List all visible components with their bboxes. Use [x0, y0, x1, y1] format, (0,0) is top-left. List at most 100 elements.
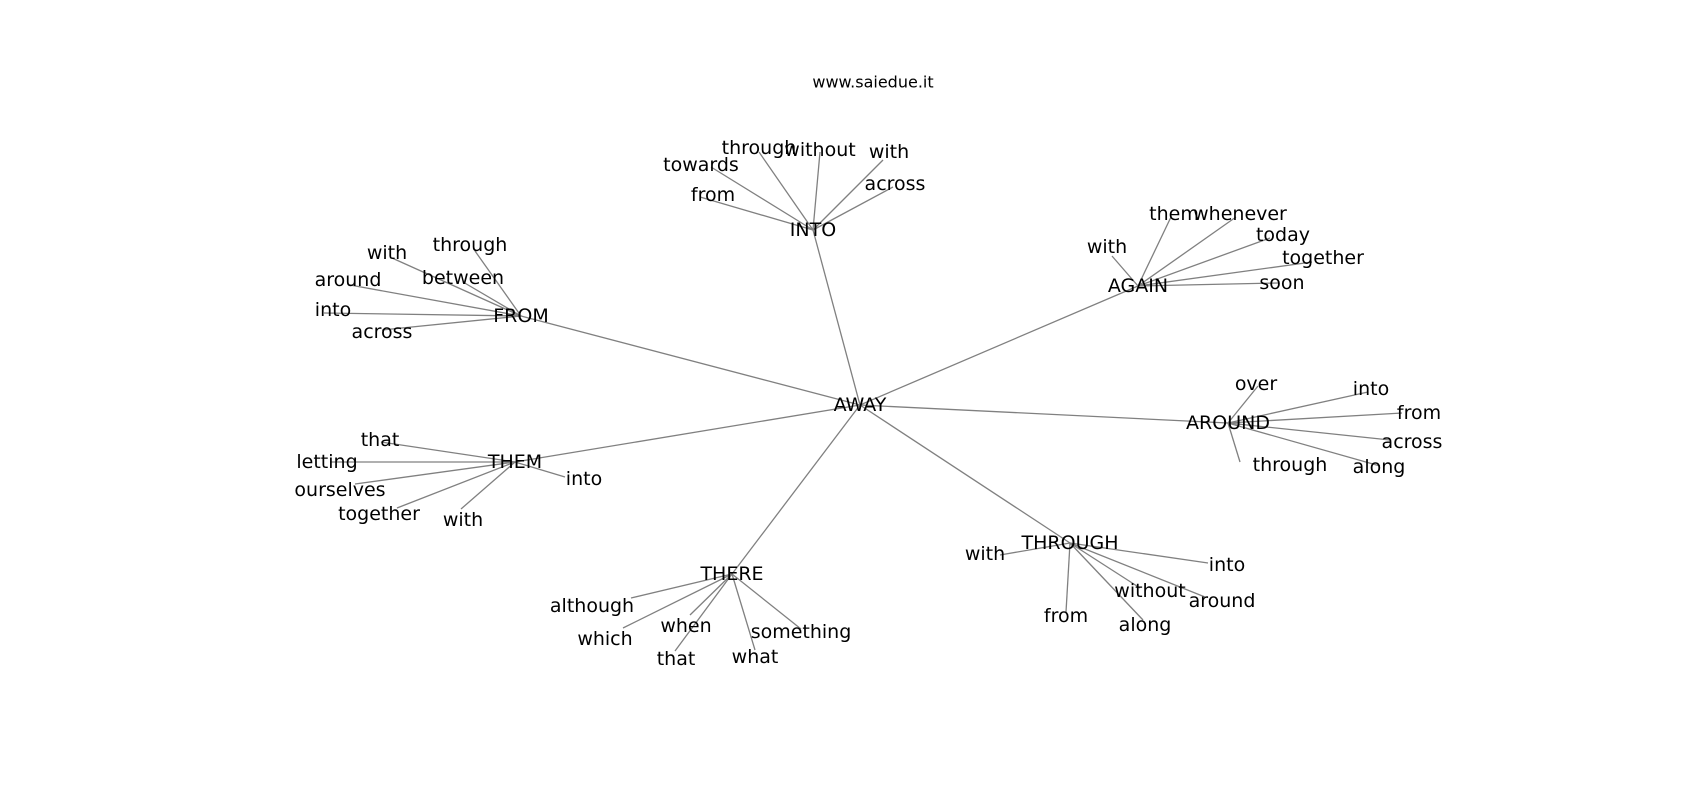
edge-them-together	[396, 461, 516, 509]
edge-into-through	[758, 151, 814, 231]
edge-root-from	[520, 315, 861, 406]
leaf-node-them-that: that	[361, 429, 400, 451]
edge-through-into	[1069, 542, 1209, 564]
edge-around-into	[1227, 391, 1369, 424]
diagram-title: www.saiedue.it	[812, 73, 933, 92]
edge-from-around	[349, 284, 522, 317]
leaf-node-them-into: into	[566, 468, 602, 490]
leaf-node-around-through: through	[1253, 454, 1328, 476]
leaf-node-there-when: when	[660, 615, 711, 637]
edge-from-through	[474, 250, 522, 317]
edge-around-from	[1227, 412, 1403, 424]
leaf-node-through-with: with	[965, 543, 1005, 565]
edge-into-without	[812, 151, 821, 231]
leaf-node-them-together: together	[338, 503, 420, 525]
edge-root-again	[859, 285, 1139, 406]
leaf-node-them-letting: letting	[296, 451, 357, 473]
leaf-node-through-along: along	[1119, 614, 1172, 636]
leaf-node-through-into: into	[1209, 554, 1245, 576]
leaf-node-from-around: around	[315, 269, 382, 291]
root-node-label: AWAY	[834, 394, 887, 416]
leaf-node-again-together: together	[1282, 247, 1364, 269]
edge-around-through	[1227, 422, 1241, 463]
leaf-node-through-around: around	[1189, 590, 1256, 612]
leaf-node-into-across: across	[865, 173, 926, 195]
leaf-node-there-although: although	[550, 595, 634, 617]
branch-node-again: AGAIN	[1108, 275, 1168, 297]
branch-node-around: AROUND	[1186, 412, 1270, 434]
edge-through-from	[1065, 542, 1071, 613]
leaf-node-through-from: from	[1044, 605, 1088, 627]
leaf-node-there-which: which	[577, 628, 632, 650]
branch-node-into: INTO	[790, 219, 836, 241]
edge-into-from	[699, 196, 814, 231]
leaf-node-again-whenever: whenever	[1193, 203, 1287, 225]
edge-again-today	[1137, 237, 1271, 287]
leaf-node-from-through: through	[433, 234, 508, 256]
edge-root-them	[514, 404, 861, 463]
leaf-node-again-today: today	[1256, 224, 1310, 246]
leaf-node-around-over: over	[1235, 373, 1278, 395]
edge-root-into	[812, 229, 861, 406]
leaf-node-from-with: with	[367, 242, 407, 264]
edge-again-soon	[1137, 282, 1279, 287]
edge-root-there	[731, 404, 861, 575]
edge-from-into	[323, 312, 522, 317]
edge-them-that	[380, 441, 516, 463]
leaf-node-again-with: with	[1087, 236, 1127, 258]
leaf-node-again-them: them	[1149, 203, 1199, 225]
leaf-node-them-ourselves: ourselves	[294, 479, 385, 501]
edge-from-between	[462, 281, 522, 317]
edge-through-with	[999, 542, 1071, 556]
edge-them-into	[514, 461, 566, 478]
edge-there-something	[731, 573, 802, 630]
leaf-node-there-something: something	[751, 621, 852, 643]
leaf-node-into-without: without	[784, 139, 855, 161]
edge-around-over	[1227, 385, 1259, 424]
edge-again-with	[1111, 255, 1139, 287]
leaf-node-from-between: between	[422, 267, 504, 289]
edge-from-with	[391, 257, 522, 317]
edge-into-towards	[710, 166, 814, 231]
leaf-node-there-that: that	[657, 648, 696, 670]
leaf-node-around-into: into	[1353, 378, 1389, 400]
edge-them-with	[460, 461, 516, 510]
edge-there-what	[731, 573, 756, 651]
leaf-node-into-through: through	[722, 137, 797, 159]
branch-node-from: FROM	[493, 305, 548, 327]
edge-again-them	[1137, 216, 1172, 287]
edge-them-ourselves	[354, 461, 516, 485]
edge-around-across	[1227, 422, 1391, 441]
edge-there-which	[622, 573, 733, 629]
edge-through-around	[1069, 542, 1206, 598]
edge-from-across	[381, 315, 522, 331]
leaf-node-there-what: what	[732, 646, 779, 668]
leaf-node-from-into: into	[315, 299, 351, 321]
edge-again-whenever	[1137, 216, 1237, 287]
leaf-node-around-across: across	[1382, 431, 1443, 453]
edge-through-without	[1069, 542, 1141, 589]
edge-through-along	[1069, 542, 1144, 621]
leaf-node-from-across: across	[352, 321, 413, 343]
edge-root-around	[859, 404, 1229, 424]
edge-there-when	[689, 573, 733, 616]
leaf-node-into-with: with	[869, 141, 909, 163]
leaf-node-into-from: from	[691, 184, 735, 206]
edge-there-although	[630, 573, 733, 599]
edge-there-that	[674, 573, 733, 652]
leaf-node-around-from: from	[1397, 402, 1441, 424]
branch-node-there: THERE	[699, 563, 763, 585]
edge-around-along	[1227, 422, 1381, 467]
edges	[323, 151, 1403, 652]
leaf-node-around-along: along	[1353, 456, 1406, 478]
leaf-node-again-soon: soon	[1259, 272, 1304, 294]
edge-into-across	[812, 186, 894, 231]
leaf-node-into-towards: towards	[663, 154, 739, 176]
edge-root-through	[859, 404, 1071, 544]
branch-node-them: THEM	[487, 451, 542, 473]
leaf-node-them-with: with	[443, 509, 483, 531]
branch-node-through: THROUGH	[1021, 532, 1119, 554]
edge-into-with	[812, 159, 884, 231]
